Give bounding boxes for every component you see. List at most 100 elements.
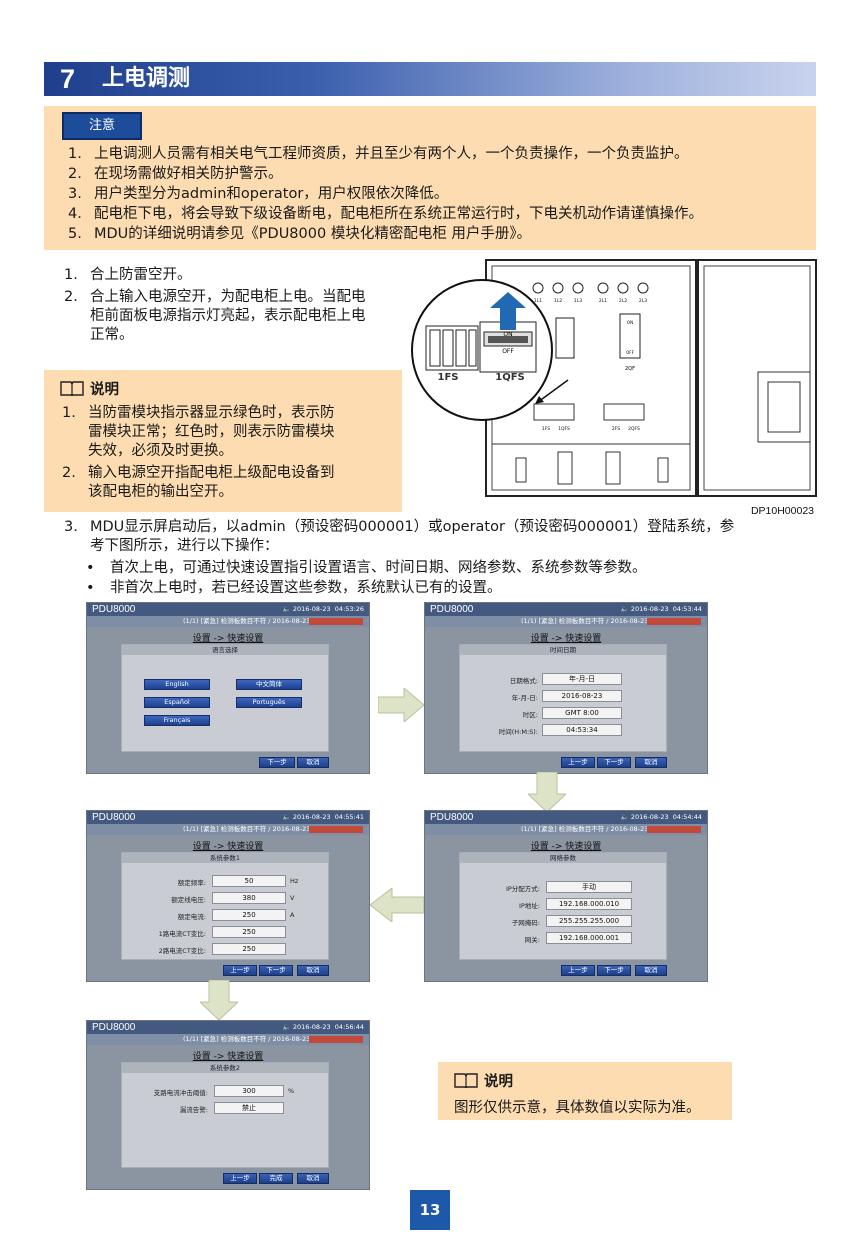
- rated-voltage-input[interactable]: 380: [212, 892, 286, 904]
- info-title: 说明: [60, 378, 119, 399]
- lang-french-button[interactable]: Français: [144, 715, 210, 726]
- prev-button[interactable]: 上一步: [561, 757, 595, 768]
- settings-panel: 系统参数1 额定频率: 50 Hz 额定线电压: 380 V 额定电流: 250…: [121, 852, 329, 960]
- gateway-input[interactable]: 192.168.000.001: [546, 932, 632, 944]
- breadcrumb: 设置 -> 快速设置: [192, 842, 264, 852]
- ct-ratio-1-input[interactable]: 250: [212, 926, 286, 938]
- alarm-bar[interactable]: (1/1) [紧急] 检测板数目不符 / 2016-08-23 03:25:48: [87, 616, 369, 627]
- lang-english-button[interactable]: English: [144, 679, 210, 690]
- settings-panel: 网络参数 IP分配方式: 手动 IP地址: 192.168.000.010 子网…: [459, 852, 667, 960]
- next-button[interactable]: 下一步: [259, 965, 293, 976]
- breadcrumb: 设置 -> 快速设置: [530, 634, 602, 644]
- prev-button[interactable]: 上一步: [561, 965, 595, 976]
- timezone-select[interactable]: GMT 8:00: [542, 707, 622, 719]
- label-on-small: ON: [627, 320, 633, 325]
- cancel-button[interactable]: 取消: [297, 1173, 329, 1184]
- up-arrow-icon: [490, 292, 526, 330]
- panel-header: 网络参数: [460, 853, 666, 863]
- screen-system-params-1: PDU8000 🔈 2016-08-23 04:55:41 (1/1) [紧急]…: [86, 810, 370, 982]
- info-item: 2. 输入电源空开指配电柜上级配电设备到 该配电柜的输出空开。: [62, 465, 335, 500]
- alarm-bar[interactable]: (1/1) [紧急] 检测板数目不符 / 2016-08-23 03:25:48: [87, 824, 369, 835]
- done-button[interactable]: 完成: [259, 1173, 293, 1184]
- alarm-bar[interactable]: (1/1) [紧急] 检测板数目不符 / 2016-08-23 03:25:48: [425, 824, 707, 835]
- screen-language: PDU8000 🔈 2016-08-23 04:53:26 (1/1) [紧急]…: [86, 602, 370, 774]
- label-2qf: 2QF: [625, 366, 635, 372]
- label-1qfs-small: 1QFS: [558, 426, 570, 432]
- switch-on-label: ON: [503, 331, 512, 338]
- screen-titlebar: PDU8000 🔈 2016-08-23 04:56:44: [87, 1021, 369, 1034]
- step-1: 1.合上防雷空开。: [64, 267, 192, 283]
- chapter-title: 上电调测: [102, 66, 191, 91]
- figure-code: DP10H00023: [751, 505, 814, 517]
- step-2: 2. 合上输入电源空开，为配电柜上电。当配电 柜前面板电源指示灯亮起，表示配电柜…: [64, 289, 366, 343]
- info-text: 图形仅供示意，具体数值以实际为准。: [454, 1100, 701, 1116]
- ip-address-input[interactable]: 192.168.000.010: [546, 898, 632, 910]
- panel-header: 语言选择: [122, 645, 328, 655]
- caution-label: 注意: [62, 112, 142, 140]
- screen-system-params-2: PDU8000 🔈 2016-08-23 04:56:44 (1/1) [紧急]…: [86, 1020, 370, 1190]
- caution-item: 4.配电柜下电，将会导致下级设备断电，配电柜所在系统正常运行时，下电关机动作请谨…: [68, 206, 703, 222]
- lang-chinese-button[interactable]: 中文简体: [236, 679, 302, 690]
- prev-button[interactable]: 上一步: [223, 1173, 257, 1184]
- panel-header: 系统参数1: [122, 853, 328, 863]
- rated-frequency-input[interactable]: 50: [212, 875, 286, 887]
- info-title: 说明: [454, 1070, 513, 1091]
- screen-titlebar: PDU8000 🔈 2016-08-23 04:55:41: [87, 811, 369, 824]
- bullet-text: 非首次上电时，若已经设置这些参数，系统默认已有的设置。: [110, 580, 502, 596]
- breadcrumb: 设置 -> 快速设置: [192, 634, 264, 644]
- book-icon: [60, 381, 84, 396]
- label-1l2: 1L2: [554, 298, 562, 304]
- cancel-button[interactable]: 取消: [635, 965, 667, 976]
- label-2l2: 2L2: [619, 298, 627, 304]
- panel-header: 时间日期: [460, 645, 666, 655]
- label-1l1: 1L1: [534, 298, 542, 304]
- breadcrumb: 设置 -> 快速设置: [192, 1052, 264, 1062]
- caution-item: 1.上电调测人员需有相关电气工程师资质，并且至少有两个人，一个负责操作，一个负责…: [68, 146, 689, 162]
- cancel-button[interactable]: 取消: [635, 757, 667, 768]
- label-1fs-small: 1FS: [542, 426, 550, 432]
- label-2l1: 2L1: [599, 298, 607, 304]
- book-icon: [454, 1073, 478, 1088]
- cancel-button[interactable]: 取消: [297, 757, 329, 768]
- rated-current-input[interactable]: 250: [212, 909, 286, 921]
- alarm-bar[interactable]: (1/1) [紧急] 检测板数目不符 / 2016-08-23 03:25:48: [425, 616, 707, 627]
- settings-panel: 时间日期 日期格式: 年-月-日 年-月-日: 2016-08-23 时区: G…: [459, 644, 667, 752]
- subnet-mask-input[interactable]: 255.255.255.000: [546, 915, 632, 927]
- breadcrumb: 设置 -> 快速设置: [530, 842, 602, 852]
- screen-time-date: PDU8000 🔈 2016-08-23 04:53:44 (1/1) [紧急]…: [424, 602, 708, 774]
- date-input[interactable]: 2016-08-23: [542, 690, 622, 702]
- leakage-alarm-select[interactable]: 禁止: [214, 1102, 284, 1114]
- info-box: 说明 图形仅供示意，具体数值以实际为准。: [438, 1062, 732, 1120]
- arrow-right-icon: [378, 688, 424, 722]
- lang-portuguese-button[interactable]: Português: [236, 697, 302, 708]
- caution-item: 3.用户类型分为admin和operator，用户权限依次降低。: [68, 186, 449, 202]
- label-2fs-small: 2FS: [612, 426, 620, 432]
- next-button[interactable]: 下一步: [597, 757, 631, 768]
- date-format-select[interactable]: 年-月-日: [542, 673, 622, 685]
- alarm-bar[interactable]: (1/1) [紧急] 检测板数目不符 / 2016-08-23 03:25:48: [87, 1034, 369, 1045]
- panel-header: 系统参数2: [122, 1063, 328, 1073]
- settings-panel: 语言选择 English 中文简体 Español Português Fran…: [121, 644, 329, 752]
- ct-ratio-2-input[interactable]: 250: [212, 943, 286, 955]
- label-2qfs-small: 2QFS: [628, 426, 640, 432]
- next-button[interactable]: 下一步: [259, 757, 295, 768]
- arrow-down-icon: [200, 980, 238, 1020]
- caution-item: 5.MDU的详细说明请参见《PDU8000 模块化精密配电柜 用户手册》。: [68, 226, 532, 242]
- lang-spanish-button[interactable]: Español: [144, 697, 210, 708]
- chapter-header: 7 上电调测: [44, 62, 816, 96]
- arrow-left-icon: [370, 888, 424, 922]
- bullet-text: 首次上电，可通过快速设置指引设置语言、时间日期、网络参数、系统参数等参数。: [110, 560, 647, 576]
- caution-box: 注意 1.上电调测人员需有相关电气工程师资质，并且至少有两个人，一个负责操作，一…: [44, 106, 816, 250]
- next-button[interactable]: 下一步: [597, 965, 631, 976]
- label-1fs: 1FS: [438, 372, 459, 383]
- screen-network-params: PDU8000 🔈 2016-08-23 04:54:44 (1/1) [紧急]…: [424, 810, 708, 982]
- time-input[interactable]: 04:53:34: [542, 724, 622, 736]
- ip-mode-select[interactable]: 手动: [546, 881, 632, 893]
- branch-surge-threshold-input[interactable]: 300: [214, 1085, 284, 1097]
- cancel-button[interactable]: 取消: [297, 965, 329, 976]
- prev-button[interactable]: 上一步: [223, 965, 257, 976]
- label-2l3: 2L3: [639, 298, 647, 304]
- step-3: 3. MDU显示屏启动后，以admin（预设密码000001）或operator…: [64, 519, 735, 596]
- alarm-icons: [309, 826, 363, 833]
- label-1qfs: 1QFS: [495, 372, 525, 383]
